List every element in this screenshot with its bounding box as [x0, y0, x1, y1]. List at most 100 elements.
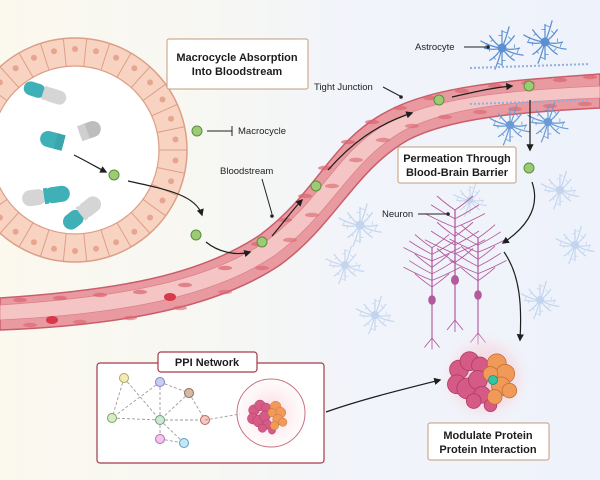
cell-wall	[116, 222, 132, 248]
neuron-dendrite	[436, 195, 456, 211]
modulate-line2: Protein Interaction	[439, 444, 536, 456]
astrocyte-branch	[496, 62, 502, 65]
cell-nucleus	[72, 46, 78, 52]
protein-target	[439, 332, 531, 424]
astrocyte-branch	[366, 213, 370, 217]
neuron-dendrite	[454, 230, 480, 246]
ppi-edge	[159, 392, 190, 421]
neuron-dendrite	[431, 253, 450, 268]
macrocycle-dot	[256, 236, 268, 248]
cell-nucleus	[113, 54, 120, 61]
intestinal-cell-ring	[0, 37, 188, 263]
astrocyte-faint	[520, 280, 560, 320]
astrocyte-branch	[535, 313, 540, 316]
endothelial-nucleus	[423, 95, 437, 101]
neuron-cluster	[403, 195, 507, 350]
macrocycle-dot	[433, 94, 445, 106]
endothelial-nucleus	[218, 265, 232, 271]
astrocyte-branch	[523, 125, 527, 130]
cell-wall	[18, 222, 34, 248]
astrocyte-branch	[490, 38, 494, 42]
cell-wall	[18, 52, 34, 78]
neuron-dendrite	[454, 213, 486, 228]
permeation-line1: Permeation Through	[403, 153, 511, 165]
endothelial-nucleus	[283, 237, 297, 243]
ppi-edge	[111, 377, 125, 419]
macrocycle-dots	[108, 80, 535, 248]
astrocyte-branch	[575, 229, 580, 232]
capsule-icon	[62, 196, 102, 230]
ppi-title-box	[157, 351, 258, 373]
astrocyte-branch	[545, 289, 549, 293]
neuron-soma	[474, 290, 482, 300]
cell-nucleus	[92, 48, 99, 55]
astrocyte-branch	[582, 250, 586, 254]
astrocyte-branch	[340, 278, 345, 281]
cell-nucleus	[131, 228, 138, 235]
astrocyte-branch	[336, 272, 340, 276]
astrocyte-body	[497, 43, 507, 53]
cell-wall	[130, 66, 151, 88]
cell-wall	[0, 66, 20, 88]
astrocyte-branch	[380, 304, 384, 308]
endothelial-nucleus	[123, 315, 137, 321]
neuron-dendrite	[454, 248, 474, 263]
astrocyte-body	[505, 120, 515, 130]
astrocyte-branch	[510, 108, 515, 112]
astrocyte-faint	[338, 203, 382, 247]
astrocyte-branch	[580, 234, 584, 238]
cell-nucleus	[12, 65, 19, 72]
neuron-dendrite	[414, 253, 433, 268]
astrocyte-branch	[533, 32, 537, 36]
cell-wall	[100, 229, 111, 257]
ppi-edge	[123, 377, 161, 421]
astrocyte-branch	[462, 206, 466, 210]
astrocyte-body	[371, 311, 379, 319]
astrocyte-faint	[452, 183, 487, 217]
astrocyte	[527, 101, 569, 143]
ppi-title: PPI Network	[175, 357, 240, 369]
neuron-dendrite	[454, 231, 479, 246]
neuron-dendrite	[431, 247, 461, 262]
astrocyte-branch	[343, 219, 346, 225]
endothelial-nucleus	[376, 137, 390, 143]
cell-nucleus	[147, 79, 154, 86]
neuron-dendrite	[431, 273, 450, 288]
protein-subunit-orange	[501, 382, 518, 399]
astrocyte-branch	[481, 200, 484, 205]
astrocyte-text: Astrocyte	[415, 42, 455, 53]
endothelial-nucleus	[473, 109, 487, 115]
astrocyte-branch	[345, 249, 350, 252]
astrocyte-body	[540, 37, 550, 47]
astrocyte-faint	[540, 170, 580, 210]
astrocyte-branch	[499, 116, 502, 120]
tight-junction-text: Tight Junction	[314, 82, 373, 93]
neuron-dendrite	[477, 245, 496, 260]
macrocycle-legend-dot	[191, 125, 203, 137]
astrocyte-branch	[524, 295, 527, 300]
astrocyte-branch	[565, 179, 569, 183]
protein-complex	[447, 351, 518, 412]
endothelial-nucleus	[553, 77, 567, 83]
astrocyte-branch	[535, 50, 539, 54]
endothelial-nucleus	[325, 183, 339, 189]
astrocyte-body	[355, 220, 365, 230]
astrocyte-branch	[493, 120, 497, 125]
cell-wall	[62, 233, 67, 262]
neuron-dendrite	[431, 266, 461, 281]
astrocyte-branch	[515, 114, 519, 117]
bound-macrocycle	[488, 375, 498, 385]
endothelial-nucleus	[578, 101, 592, 107]
cell-wall	[100, 43, 111, 71]
protein-subunit-pink	[257, 423, 267, 433]
endothelial-nucleus	[455, 88, 469, 94]
permeation-line2: Blood-Brain Barrier	[406, 167, 509, 179]
neuron-dendrite	[403, 247, 433, 262]
astrocyte-branch	[544, 185, 547, 190]
protein-subunit-orange	[486, 389, 503, 405]
astrocyte-branch	[364, 306, 368, 310]
capsule-icon	[23, 81, 67, 105]
cell-nucleus	[12, 228, 19, 235]
neuron-dendrite	[414, 234, 433, 249]
